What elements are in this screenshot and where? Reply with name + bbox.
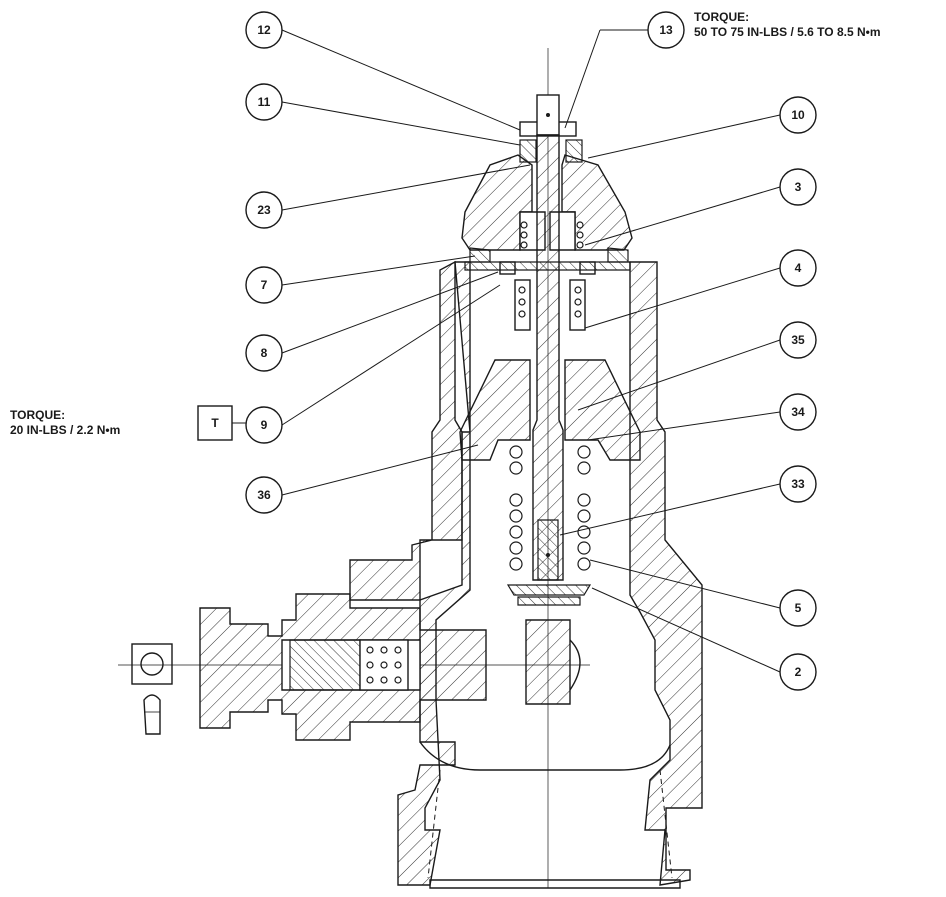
bore-right-dash bbox=[659, 769, 673, 879]
callout-11: 11 bbox=[258, 95, 271, 109]
callout-3: 3 bbox=[795, 180, 802, 194]
torque-note-top: TORQUE: 50 TO 75 IN-LBS / 5.6 TO 8.5 N•m bbox=[694, 10, 881, 40]
valve-stem bbox=[532, 134, 564, 581]
callout-4: 4 bbox=[795, 261, 802, 275]
callout-bubbles: 12 13 11 10 23 3 7 4 8 35 9 34 36 33 5 2 bbox=[245, 11, 817, 691]
flow-symbol bbox=[131, 643, 173, 685]
callout-36: 36 bbox=[257, 488, 271, 502]
callout-23: 23 bbox=[257, 203, 271, 217]
detail-symbol bbox=[143, 694, 161, 735]
torque-note-left: TORQUE: 20 IN-LBS / 2.2 N•m bbox=[10, 408, 120, 438]
side-inlet-fitting bbox=[199, 593, 487, 741]
torque-note-left-label: TORQUE: bbox=[10, 408, 66, 422]
torque-note-left-value: 20 IN-LBS / 2.2 N•m bbox=[10, 423, 121, 437]
callout-5: 5 bbox=[795, 601, 802, 615]
callout-12: 12 bbox=[257, 23, 271, 37]
callout-8: 8 bbox=[261, 346, 268, 360]
disc-assembly bbox=[506, 584, 592, 606]
stem-head bbox=[519, 94, 583, 163]
bore-left-dash bbox=[427, 769, 441, 879]
callout-13: 13 bbox=[659, 23, 673, 37]
stem-insert bbox=[537, 519, 559, 581]
torque-note-top-value: 50 TO 75 IN-LBS / 5.6 TO 8.5 N•m bbox=[694, 25, 881, 39]
callout-35: 35 bbox=[791, 333, 805, 347]
callout-10: 10 bbox=[791, 108, 805, 122]
callout-2: 2 bbox=[795, 665, 802, 679]
callout-33: 33 bbox=[791, 477, 805, 491]
callout-34: 34 bbox=[791, 405, 805, 419]
leader-lines bbox=[281, 29, 781, 673]
upper-spring-assembly bbox=[464, 221, 631, 331]
torque-note-top-label: TORQUE: bbox=[694, 10, 750, 24]
torque-box-label: T bbox=[211, 416, 219, 430]
main-spring bbox=[509, 445, 591, 571]
guide-post bbox=[525, 619, 571, 705]
callout-7: 7 bbox=[261, 278, 268, 292]
callout-9: 9 bbox=[261, 418, 268, 432]
